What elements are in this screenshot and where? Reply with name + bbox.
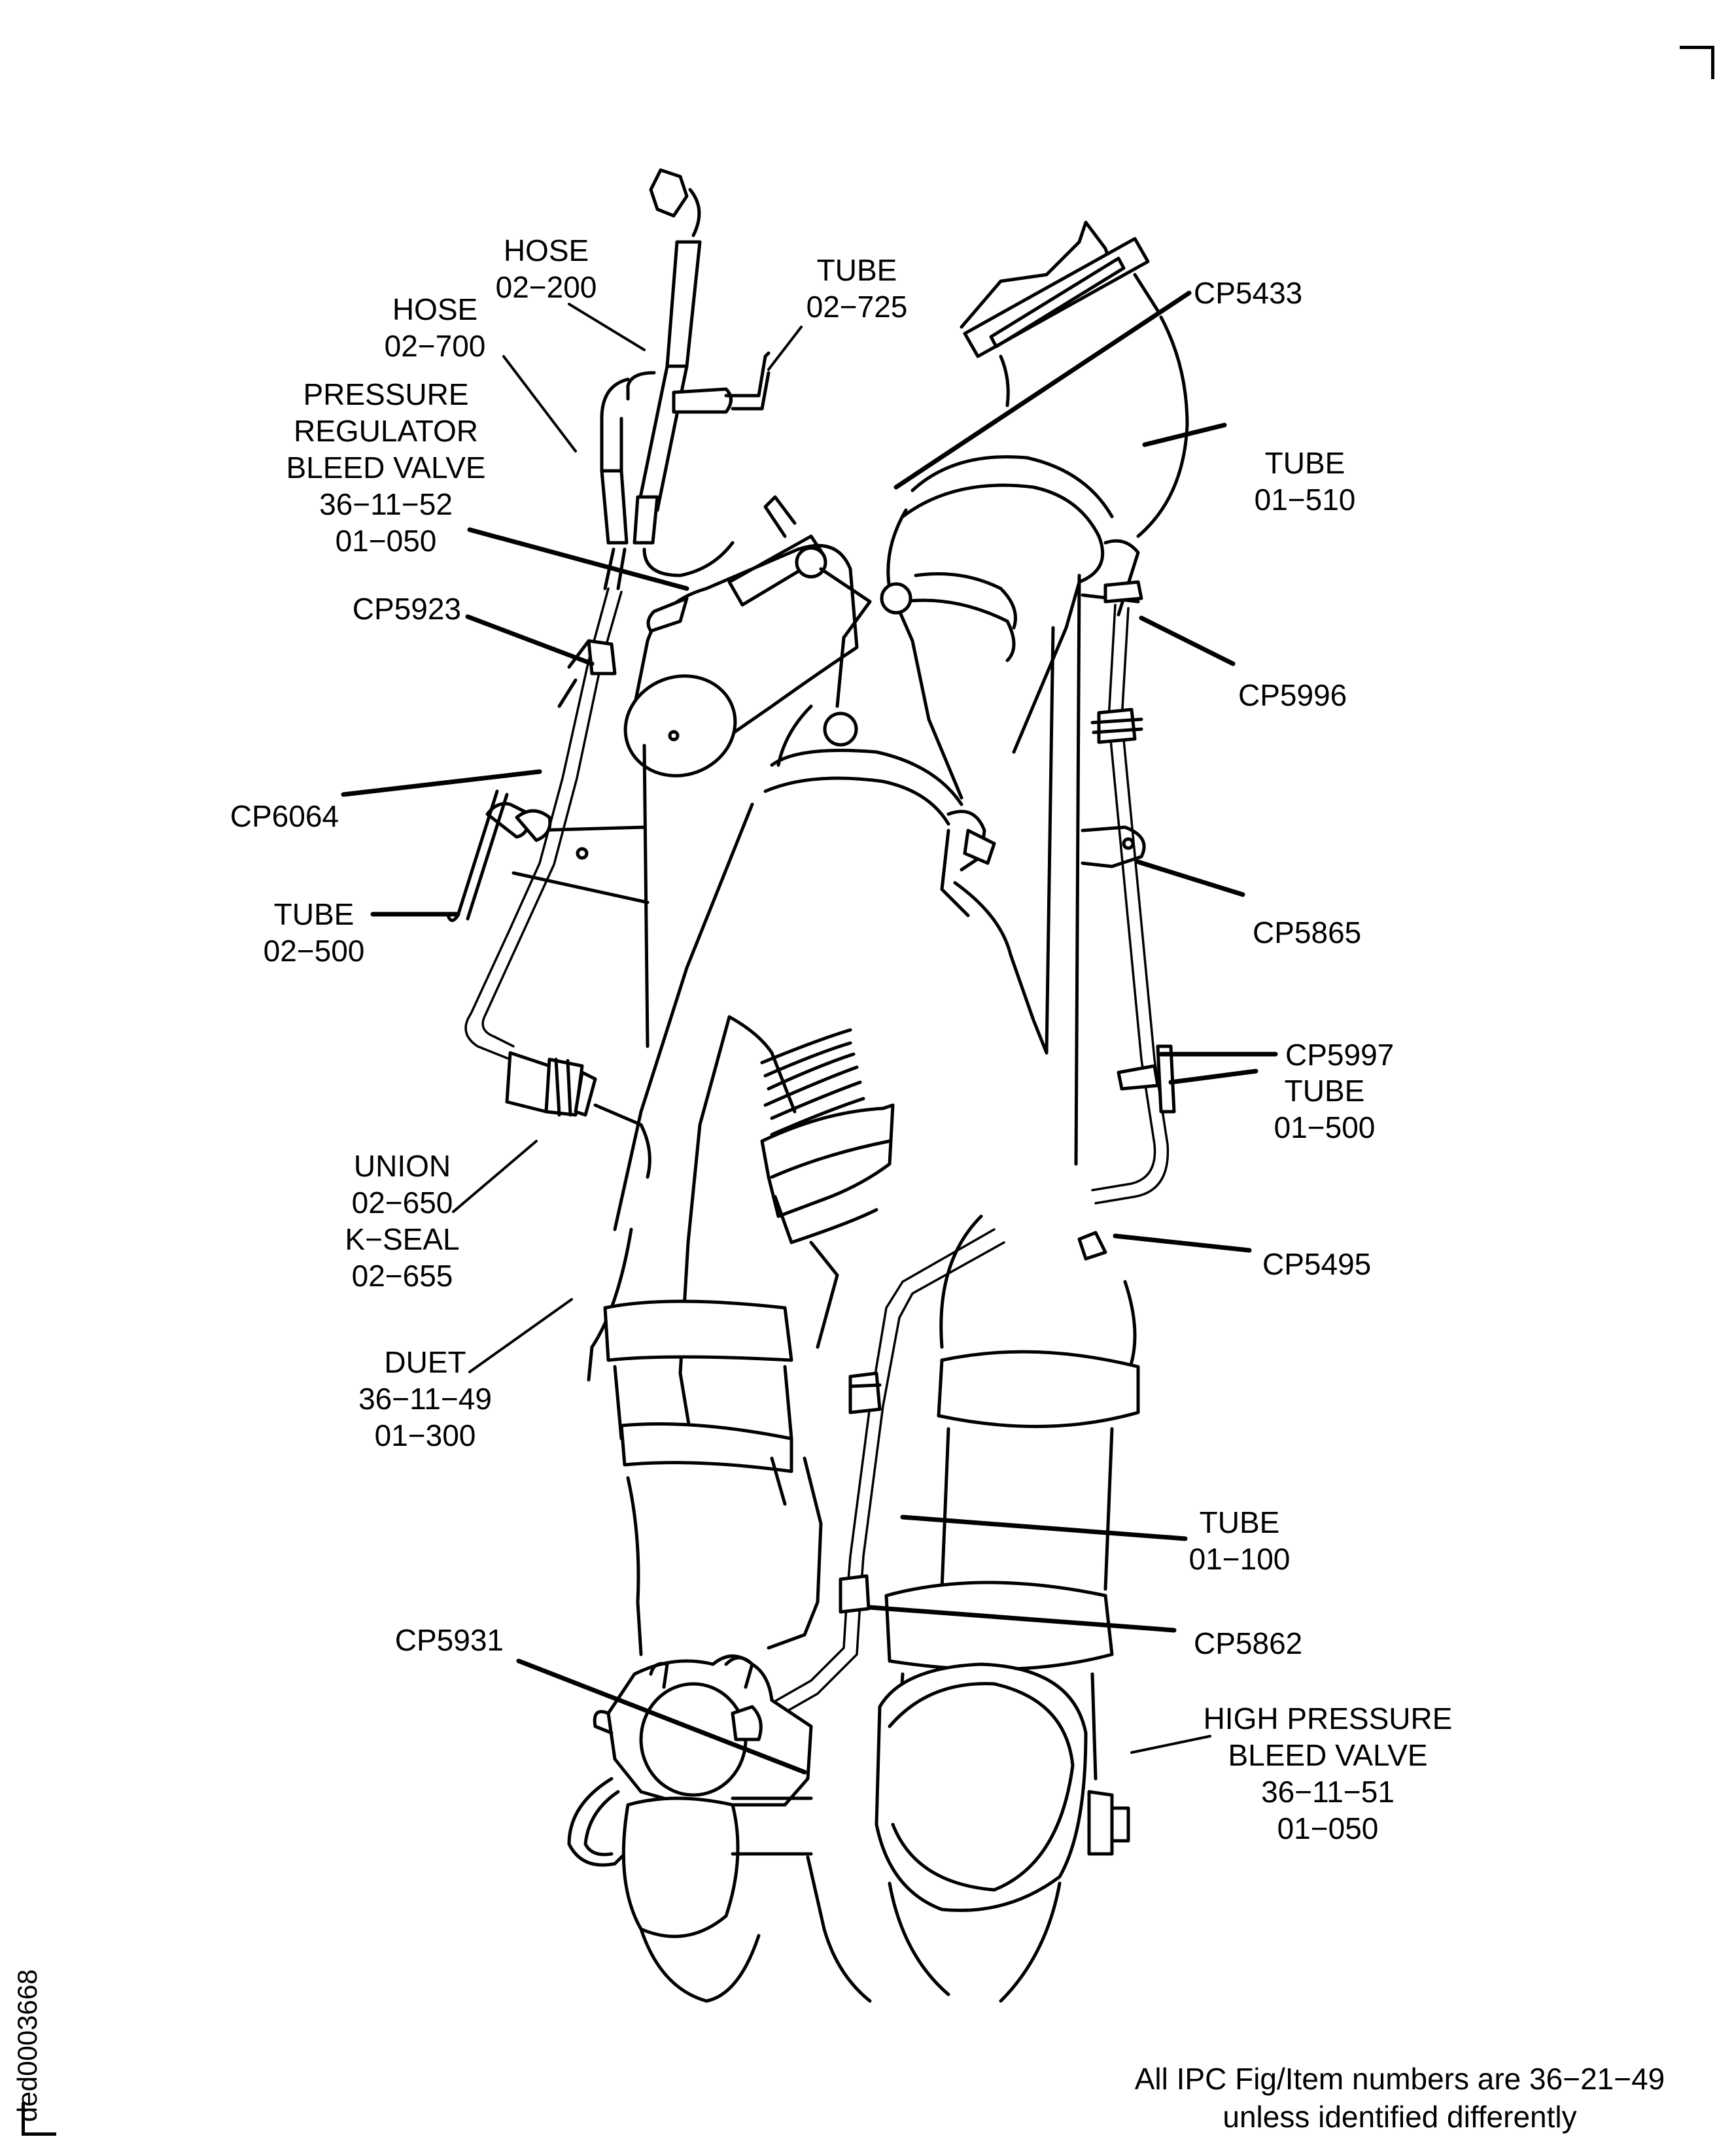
leader-cp5865 bbox=[1136, 859, 1245, 897]
leader-union-kseal bbox=[452, 1140, 538, 1213]
callout-line: 01−100 bbox=[1188, 1542, 1291, 1576]
callout-line: 02−725 bbox=[806, 290, 908, 324]
ipc-footnote: All IPC Fig/Item numbers are 36−21−49 un… bbox=[1135, 2060, 1665, 2136]
callout-line: UNION bbox=[353, 1149, 451, 1183]
callout-line: CP6064 bbox=[230, 799, 339, 833]
callout-line: TUBE bbox=[1284, 1074, 1365, 1108]
callout-line: HOSE bbox=[392, 292, 478, 326]
leader-hose-02-700 bbox=[502, 355, 577, 453]
callout-line: 01−050 bbox=[1277, 1811, 1379, 1845]
upper-intake-duct bbox=[901, 220, 1189, 538]
callout-line: K−SEAL bbox=[345, 1222, 460, 1256]
leader-pressure-regulator-bleed-valve bbox=[467, 527, 689, 591]
callout-line: CP5862 bbox=[1194, 1626, 1303, 1660]
callout-line: TUBE bbox=[816, 253, 897, 287]
footnote-line-2: unless identified differently bbox=[1222, 2100, 1577, 2134]
document-id: ded0003668 bbox=[12, 1969, 43, 2122]
callout-tube-02-500: TUBE 02−500 bbox=[264, 896, 365, 969]
callout-tube-01-500: TUBE 01−500 bbox=[1274, 1072, 1376, 1146]
callout-line: BLEED VALVE bbox=[286, 451, 486, 485]
leader-cp5862 bbox=[867, 1605, 1177, 1633]
tube-02-500-run bbox=[446, 587, 689, 1179]
leader-cp5433 bbox=[893, 290, 1192, 490]
crop-mark-bottom-left bbox=[22, 2102, 56, 2136]
callout-line: 02−200 bbox=[495, 270, 597, 304]
left-mounting-bracket bbox=[512, 744, 650, 1048]
callout-line: 02−655 bbox=[351, 1259, 453, 1293]
leader-cp5495 bbox=[1113, 1233, 1252, 1253]
callout-line: 02−700 bbox=[384, 329, 486, 363]
callout-line: 01−500 bbox=[1274, 1110, 1376, 1144]
ribbed-coupling bbox=[760, 1028, 895, 1349]
callout-line: CP5433 bbox=[1194, 276, 1303, 310]
callout-line: REGULATOR bbox=[293, 414, 479, 448]
leader-tube-02-725 bbox=[767, 326, 803, 371]
callout-line: CP5495 bbox=[1262, 1247, 1372, 1281]
leader-tube-01-510 bbox=[1142, 422, 1227, 447]
callout-tube-01-510: TUBE 01−510 bbox=[1255, 445, 1356, 518]
callout-high-pressure-bleed-valve: HIGH PRESSURE BLEED VALVE 36−11−51 01−05… bbox=[1204, 1700, 1453, 1847]
callout-line: TUBE bbox=[1264, 446, 1345, 480]
leader-lines bbox=[341, 290, 1278, 1775]
callout-line: 01−510 bbox=[1254, 483, 1356, 517]
callout-line: 02−650 bbox=[351, 1186, 453, 1220]
callout-line: 01−050 bbox=[335, 524, 437, 558]
pressure-regulator-bleed-valve-body bbox=[623, 495, 996, 872]
callout-line: TUBE bbox=[1199, 1505, 1280, 1539]
callout-cp6064: CP6064 bbox=[230, 798, 339, 834]
callout-line: 01−300 bbox=[374, 1418, 476, 1452]
high-pressure-bleed-valve-body bbox=[567, 1654, 1130, 2003]
leader-tube-01-500 bbox=[1168, 1069, 1258, 1085]
leader-hose-02-200 bbox=[568, 303, 646, 351]
callout-cp5923: CP5923 bbox=[353, 590, 461, 627]
callout-duct: DUET 36−11−49 01−300 bbox=[358, 1344, 492, 1454]
callout-line: CP5923 bbox=[352, 592, 461, 626]
callout-line: BLEED VALVE bbox=[1228, 1738, 1428, 1772]
leader-tube-01-100 bbox=[900, 1514, 1188, 1541]
callout-line: CP5865 bbox=[1253, 915, 1362, 950]
callout-line: DUET bbox=[384, 1345, 466, 1379]
leader-cp5923 bbox=[465, 614, 595, 666]
callout-union-kseal: UNION 02−650 K−SEAL 02−655 bbox=[345, 1148, 459, 1294]
callout-tube-02-725: TUBE 02−725 bbox=[806, 252, 908, 325]
leader-cp5996 bbox=[1139, 615, 1236, 666]
callout-line: PRESSURE bbox=[303, 377, 469, 411]
leader-cp6064 bbox=[341, 769, 542, 797]
crop-mark-top-right bbox=[1680, 46, 1714, 79]
callout-cp5862: CP5862 bbox=[1194, 1625, 1302, 1662]
callout-line: 36−11−52 bbox=[319, 487, 453, 521]
callout-cp5997: CP5997 bbox=[1285, 1036, 1394, 1073]
leader-cp5931 bbox=[516, 1658, 807, 1775]
callout-line: CP5997 bbox=[1285, 1038, 1395, 1072]
leader-duct bbox=[468, 1298, 573, 1373]
callout-line: 36−11−49 bbox=[358, 1382, 492, 1416]
duct-01-300 bbox=[603, 1299, 823, 1656]
leader-high-pressure-bleed-valve bbox=[1130, 1735, 1211, 1754]
callout-line: 36−11−51 bbox=[1261, 1775, 1395, 1809]
callout-cp5865: CP5865 bbox=[1253, 914, 1361, 951]
tube-01-500-run bbox=[1077, 539, 1176, 1261]
callout-line: CP5931 bbox=[394, 1623, 504, 1657]
callout-line: HIGH PRESSURE bbox=[1203, 1702, 1453, 1736]
callout-cp5495: CP5495 bbox=[1262, 1246, 1371, 1282]
callout-line: HOSE bbox=[503, 233, 589, 267]
callout-cp5433: CP5433 bbox=[1194, 275, 1302, 311]
callout-hose-02-200: HOSE 02−200 bbox=[496, 232, 597, 305]
hose-assembly bbox=[600, 168, 771, 590]
callout-cp5931: CP5931 bbox=[395, 1622, 504, 1658]
callout-line: 02−500 bbox=[263, 934, 365, 968]
callout-line: TUBE bbox=[273, 897, 355, 931]
callout-line: CP5996 bbox=[1238, 678, 1347, 712]
callout-cp5996: CP5996 bbox=[1238, 677, 1347, 713]
lower-duct bbox=[764, 1214, 1140, 1781]
callout-hose-02-700: HOSE 02−700 bbox=[385, 291, 486, 364]
callout-pressure-regulator-bleed-valve: PRESSURE REGULATOR BLEED VALVE 36−11−52 … bbox=[286, 376, 485, 559]
footnote-line-1: All IPC Fig/Item numbers are 36−21−49 bbox=[1134, 2062, 1665, 2096]
callout-tube-01-100: TUBE 01−100 bbox=[1189, 1504, 1291, 1577]
